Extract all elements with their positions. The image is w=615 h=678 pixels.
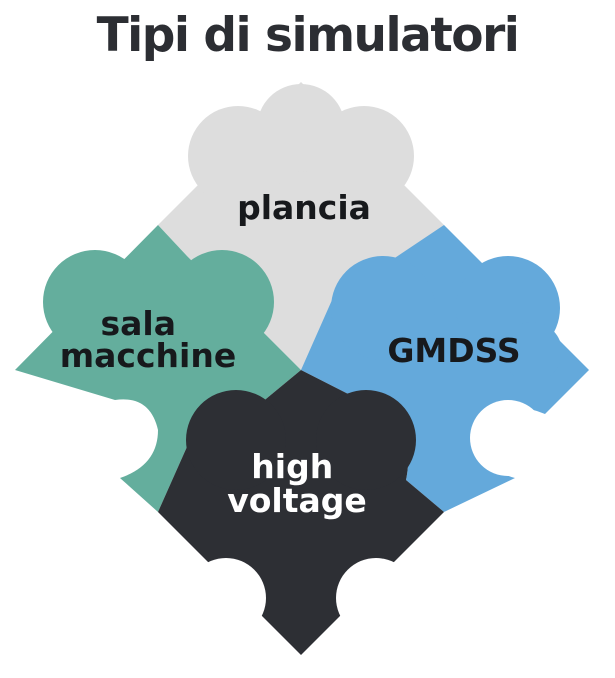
piece-label-hv-line-2: voltage: [227, 481, 367, 520]
piece-hole-sala: [61, 404, 137, 480]
piece-knob-plancia-top: [257, 84, 345, 172]
piece-knob-hv-right: [316, 390, 416, 490]
piece-shape-sala-macchine: [15, 225, 301, 512]
piece-label-gmdss-line-1: GMDSS: [387, 331, 520, 370]
piece-label-high-voltage: high voltage: [227, 447, 367, 520]
piece-knob-gmdss-left: [331, 256, 435, 360]
piece-hole-hv-left: [186, 558, 266, 638]
piece-label-plancia: plancia: [237, 188, 371, 227]
piece-knob-gmdss-low: [502, 322, 562, 382]
piece-knob-sala-low: [48, 322, 108, 382]
piece-label-sala-line-2: macchine: [60, 336, 236, 375]
puzzle-piece-high-voltage: high voltage: [158, 370, 444, 655]
piece-label-hv-line-1: high: [251, 447, 333, 486]
piece-knob-hv-left: [186, 390, 286, 490]
puzzle-piece-gmdss: GMDSS: [301, 225, 589, 512]
piece-label-gmdss: GMDSS: [387, 331, 520, 370]
piece-hole-gmdss: [470, 400, 546, 476]
puzzle-piece-sala-macchine: sala macchine: [15, 225, 301, 512]
piece-knob-sala-right: [170, 250, 274, 354]
piece-label-sala-macchine: sala macchine: [60, 304, 236, 375]
piece-label-plancia-line-1: plancia: [237, 188, 371, 227]
piece-label-sala-line-1: sala: [101, 304, 177, 343]
diagram-title: Tipi di simulatori: [96, 8, 520, 63]
piece-hole-hv-right: [336, 558, 416, 638]
